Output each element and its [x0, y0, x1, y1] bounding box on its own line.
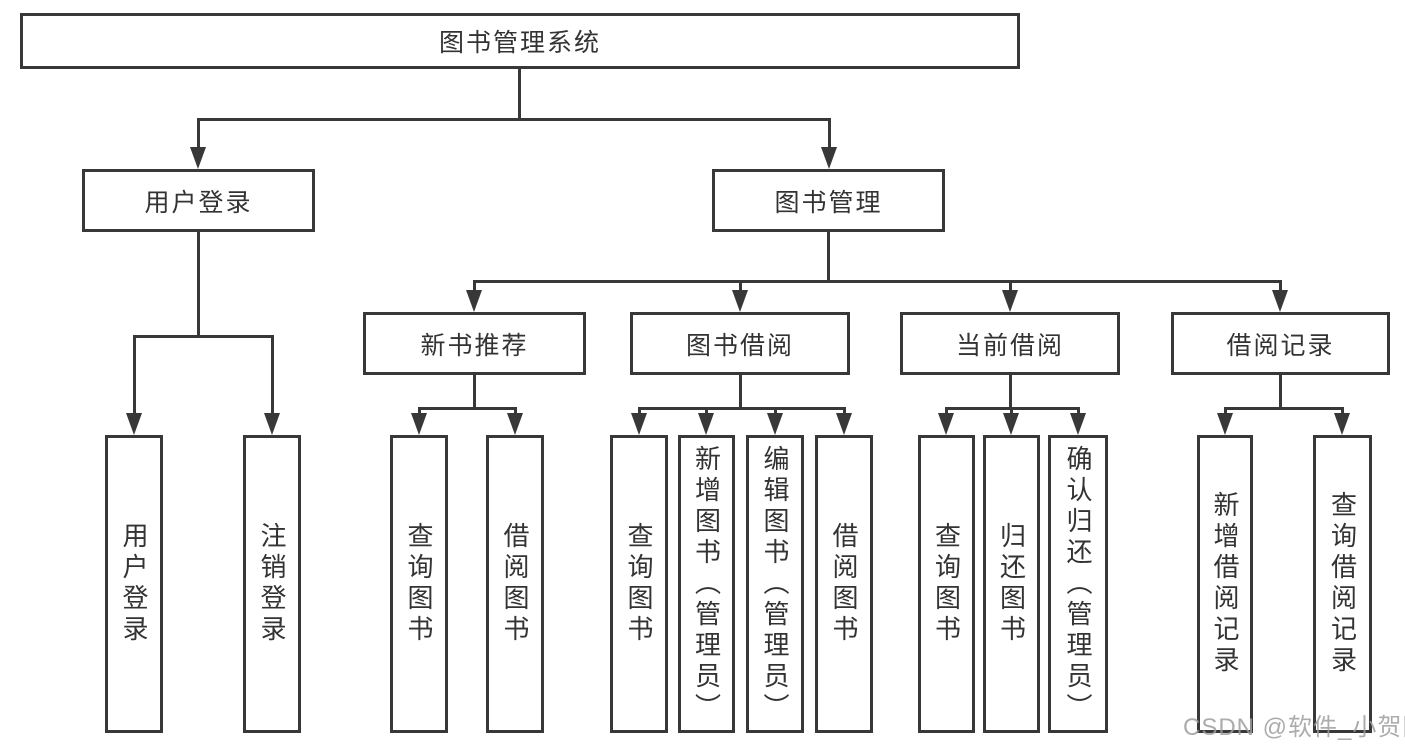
- arrowhead-down-icon: [1003, 413, 1019, 435]
- node-current-borrow: 当前借阅: [900, 312, 1120, 375]
- connector-line: [739, 280, 742, 291]
- connector-line: [827, 232, 830, 280]
- connector-line: [1224, 407, 1344, 410]
- leaf-label: 查询图书: [404, 522, 434, 646]
- connector-line: [133, 335, 136, 414]
- arrowhead-down-icon: [190, 147, 206, 169]
- connector-line: [638, 407, 641, 414]
- leaf-label: 新增图书（管理员）: [691, 444, 722, 724]
- leaf-query-book-1: 查询图书: [390, 435, 448, 733]
- connector-line: [1224, 407, 1227, 414]
- arrowhead-down-icon: [1070, 413, 1086, 435]
- connector-line: [133, 335, 274, 338]
- connector-line: [1341, 407, 1344, 414]
- connector-line: [638, 407, 846, 410]
- connector-line: [418, 407, 517, 410]
- arrowhead-down-icon: [1334, 413, 1350, 435]
- arrowhead-down-icon: [1002, 290, 1018, 312]
- arrowhead-down-icon: [698, 413, 714, 435]
- leaf-label: 用户登录: [119, 522, 149, 646]
- node-book-management: 图书管理: [712, 169, 945, 232]
- connector-line: [774, 407, 777, 414]
- arrowhead-down-icon: [126, 413, 142, 435]
- leaf-edit-book-admin: 编辑图书（管理员）: [746, 435, 804, 733]
- connector-line: [1009, 280, 1012, 291]
- arrowhead-down-icon: [1272, 290, 1288, 312]
- connector-line: [473, 280, 1282, 283]
- connector-line: [1009, 375, 1012, 407]
- node-new-book-recommend: 新书推荐: [363, 312, 586, 375]
- connector-line: [945, 407, 948, 414]
- arrowhead-down-icon: [732, 290, 748, 312]
- leaf-label: 查询图书: [624, 522, 654, 646]
- connector-line: [1279, 375, 1282, 407]
- connector-line: [518, 69, 521, 118]
- leaf-label: 查询借阅记录: [1327, 491, 1358, 677]
- leaf-query-borrow-record: 查询借阅记录: [1313, 435, 1372, 733]
- connector-line: [514, 407, 517, 414]
- leaf-confirm-return-admin: 确认归还（管理员）: [1048, 435, 1108, 733]
- csdn-watermark: CSDN @软件_小贺同学: [1183, 714, 1405, 741]
- connector-line: [828, 118, 831, 148]
- leaf-label: 确认归还（管理员）: [1063, 444, 1093, 724]
- arrowhead-down-icon: [821, 147, 837, 169]
- leaf-query-book-2: 查询图书: [610, 435, 668, 733]
- leaf-label: 注销登录: [257, 522, 287, 646]
- leaf-label: 归还图书: [996, 522, 1027, 646]
- connector-line: [271, 335, 274, 414]
- connector-line: [197, 232, 200, 335]
- connector-line: [739, 375, 742, 407]
- leaf-borrow-book-1: 借阅图书: [486, 435, 544, 733]
- leaf-return-book: 归还图书: [983, 435, 1040, 733]
- arrowhead-down-icon: [264, 413, 280, 435]
- node-root: 图书管理系统: [20, 13, 1020, 69]
- leaf-query-book-3: 查询图书: [918, 435, 975, 733]
- connector-line: [1077, 407, 1080, 414]
- leaf-borrow-book-2: 借阅图书: [815, 435, 873, 733]
- node-user-login: 用户登录: [82, 169, 315, 232]
- connector-line: [1279, 280, 1282, 291]
- connector-line: [197, 118, 831, 121]
- arrowhead-down-icon: [836, 413, 852, 435]
- arrowhead-down-icon: [466, 290, 482, 312]
- connector-line: [705, 407, 708, 414]
- leaf-logout: 注销登录: [243, 435, 301, 733]
- arrowhead-down-icon: [1217, 413, 1233, 435]
- arrowhead-down-icon: [411, 413, 427, 435]
- leaf-add-book-admin: 新增图书（管理员）: [678, 435, 735, 733]
- leaf-label: 借阅图书: [829, 522, 859, 646]
- arrowhead-down-icon: [767, 413, 783, 435]
- arrowhead-down-icon: [938, 413, 954, 435]
- leaf-label: 新增借阅记录: [1210, 491, 1240, 677]
- arrowhead-down-icon: [631, 413, 647, 435]
- node-book-borrow: 图书借阅: [630, 312, 850, 375]
- connector-line: [197, 118, 200, 148]
- leaf-add-borrow-record: 新增借阅记录: [1197, 435, 1253, 733]
- connector-line: [843, 407, 846, 414]
- connector-line: [418, 407, 421, 414]
- leaf-label: 编辑图书（管理员）: [760, 444, 790, 724]
- connector-line: [473, 280, 476, 291]
- leaf-user-login: 用户登录: [105, 435, 163, 733]
- connector-line: [473, 375, 476, 407]
- leaf-label: 借阅图书: [500, 522, 530, 646]
- arrowhead-down-icon: [507, 413, 523, 435]
- leaf-label: 查询图书: [931, 522, 962, 646]
- node-borrow-record: 借阅记录: [1171, 312, 1390, 375]
- connector-line: [1010, 407, 1013, 414]
